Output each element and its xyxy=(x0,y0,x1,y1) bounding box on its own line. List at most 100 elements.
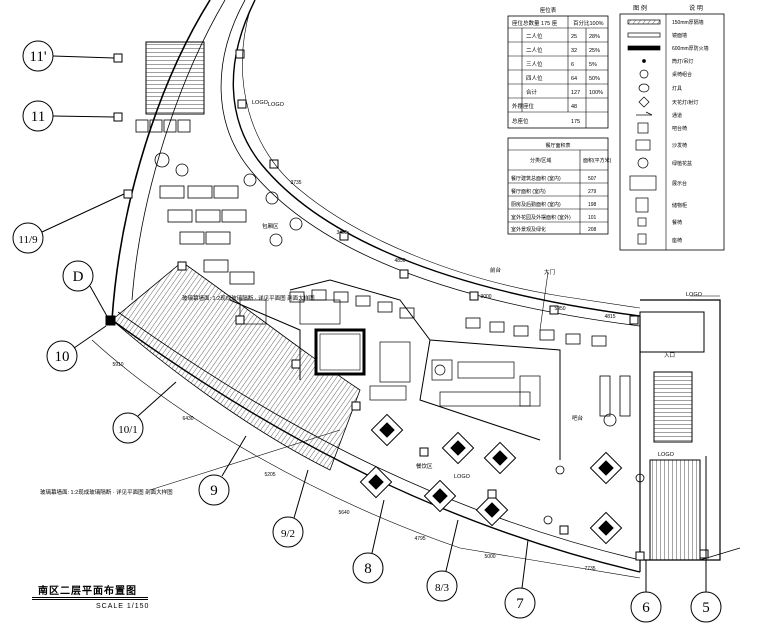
logo-label: LOGO xyxy=(454,474,471,480)
dim-text: 3000 xyxy=(480,294,491,300)
bar-label: 吧台 xyxy=(572,414,584,422)
seat-table-heading: 座位表 xyxy=(540,6,557,14)
grid-label-8: 8 xyxy=(364,561,372,577)
svg-text:32: 32 xyxy=(571,48,577,54)
bar-counter xyxy=(314,328,366,376)
kitchen-equipment xyxy=(239,299,541,407)
grid-bubble-labels: 11' 11 11/9 D 10 10/1 9 9/2 8 8/3 7 6 5 xyxy=(18,49,709,616)
dim-text: 5950 xyxy=(554,306,565,312)
reception-label: 前台 xyxy=(490,266,502,274)
dim-text: 5000 xyxy=(484,554,495,560)
svg-text:面积(平方米): 面积(平方米) xyxy=(583,157,612,164)
svg-text:600mm厚防火墙: 600mm厚防火墙 xyxy=(672,45,709,52)
svg-text:198: 198 xyxy=(588,202,597,208)
svg-text:餐椅: 餐椅 xyxy=(672,219,682,226)
svg-text:筒灯/吊灯: 筒灯/吊灯 xyxy=(672,58,693,65)
svg-text:厨房及后勤面积 (室内): 厨房及后勤面积 (室内) xyxy=(511,201,561,208)
svg-text:绿植花盆: 绿植花盆 xyxy=(672,160,692,167)
area-table: 餐厅面积表 分类/区域 面积(平方米) 餐厅建筑总面积 (室内) 507 餐厅面积… xyxy=(507,137,612,235)
grid-label-9-2: 9/2 xyxy=(281,528,295,540)
svg-text:室外景观及绿化: 室外景观及绿化 xyxy=(511,226,546,233)
main-entrance-label: 大门 xyxy=(544,268,555,276)
round-tables xyxy=(154,152,645,525)
legend-heading-desc: 说 明 xyxy=(689,4,703,12)
entrance-label: 入口 xyxy=(664,352,675,359)
columns xyxy=(105,49,709,561)
grid-label-10-1: 10/1 xyxy=(118,424,138,436)
svg-text:四人位: 四人位 xyxy=(526,74,543,82)
dim-text: 6430 xyxy=(182,416,193,422)
annotation-left: 玻璃幕墙面: 1:2现成玻璃隔断 · 详见平面图 剖面大样图 xyxy=(40,488,173,496)
area-table-heading: 餐厅面积表 xyxy=(545,142,570,149)
svg-text:48: 48 xyxy=(571,104,577,110)
logo-label: LOGO xyxy=(252,100,269,106)
svg-text:二人位: 二人位 xyxy=(526,46,543,54)
svg-text:507: 507 xyxy=(588,176,597,182)
area-labels: LOGO LOGO LOGO LOGO LOGO 入口 大门 前台 包厢区 餐饮… xyxy=(40,100,703,496)
svg-text:6: 6 xyxy=(571,62,574,68)
svg-text:镜面墙: 镜面墙 xyxy=(672,32,687,39)
legend-heading-symbol: 图 例 xyxy=(633,4,647,12)
grid-label-11-9: 11/9 xyxy=(18,234,38,246)
svg-text:分类/区域: 分类/区域 xyxy=(530,157,551,164)
svg-text:餐厅面积 (室内): 餐厅面积 (室内) xyxy=(511,188,546,195)
annotation-leader xyxy=(149,429,341,491)
dim-text: 4850 xyxy=(394,258,405,264)
svg-text:餐厅建筑总面积 (室内): 餐厅建筑总面积 (室内) xyxy=(511,175,561,182)
svg-text:28%: 28% xyxy=(589,34,600,40)
grid-label-7: 7 xyxy=(516,596,524,612)
seat-total: 座位总数量 175 座 xyxy=(512,19,558,27)
title-underline xyxy=(32,597,148,598)
dining-tables-diamond xyxy=(359,413,623,545)
terrace-annotation: 玻璃幕墙面: 1:2现成玻璃隔断 · 详见平面图 剖面大样图 xyxy=(182,294,315,302)
area-a-label: 包厢区 xyxy=(262,222,279,230)
grid-label-10: 10 xyxy=(55,349,70,365)
svg-text:50%: 50% xyxy=(589,76,600,82)
grid-label-11: 11 xyxy=(31,109,45,125)
dim-text: 4815 xyxy=(604,314,615,320)
dim-text: 5205 xyxy=(264,472,275,478)
stair-right xyxy=(653,371,693,443)
svg-text:展示台: 展示台 xyxy=(672,180,687,187)
svg-text:150mm厚隔墙: 150mm厚隔墙 xyxy=(672,19,704,26)
grid-label-5: 5 xyxy=(702,600,710,616)
dim-text: 7735 xyxy=(584,566,595,572)
drawing-scale: SCALE 1/150 xyxy=(96,603,150,610)
dim-text: 3735 xyxy=(290,180,301,186)
dim-text: 3405 xyxy=(336,230,347,236)
svg-text:储物柜: 储物柜 xyxy=(672,202,687,209)
grid-label-6: 6 xyxy=(642,600,650,616)
svg-text:208: 208 xyxy=(588,227,597,233)
svg-text:279: 279 xyxy=(588,189,597,195)
booth-seating xyxy=(135,119,631,417)
logo-label: LOGO xyxy=(268,102,285,108)
svg-text:127: 127 xyxy=(571,90,580,96)
grid-label-d: D xyxy=(73,269,84,285)
grid-label-11p: 11' xyxy=(29,49,46,65)
svg-text:室外花园及外摆面积 (室外): 室外花园及外摆面积 (室外) xyxy=(511,214,571,221)
svg-text:座椅: 座椅 xyxy=(672,237,682,244)
logo-label: LOGO xyxy=(686,292,703,298)
svg-text:101: 101 xyxy=(588,215,597,221)
svg-text:100%: 100% xyxy=(589,90,603,96)
svg-text:25%: 25% xyxy=(589,48,600,54)
legend: 图 例 说 明 150mm厚隔墙 镜面墙 600mm厚防火墙 筒灯/吊灯 桌椅组… xyxy=(619,4,725,251)
svg-text:桌椅组合: 桌椅组合 xyxy=(672,71,692,78)
svg-text:三人位: 三人位 xyxy=(526,60,543,68)
drawing-title: 南区二层平面布置图 xyxy=(38,586,137,597)
svg-text:64: 64 xyxy=(571,76,577,82)
svg-text:175: 175 xyxy=(571,119,580,125)
grid-label-9: 9 xyxy=(210,483,218,499)
title-underline xyxy=(32,599,148,600)
svg-text:外摆座位: 外摆座位 xyxy=(512,102,535,110)
svg-text:25: 25 xyxy=(571,34,577,40)
svg-text:天花灯/射灯: 天花灯/射灯 xyxy=(672,99,698,106)
seat-percent-header: 百分比100% xyxy=(573,19,604,27)
svg-text:通道: 通道 xyxy=(672,112,682,119)
dim-text: 4795 xyxy=(414,536,425,542)
svg-text:合计: 合计 xyxy=(526,88,538,96)
stair-right-lower xyxy=(649,459,701,561)
stair-top-left xyxy=(145,41,205,115)
